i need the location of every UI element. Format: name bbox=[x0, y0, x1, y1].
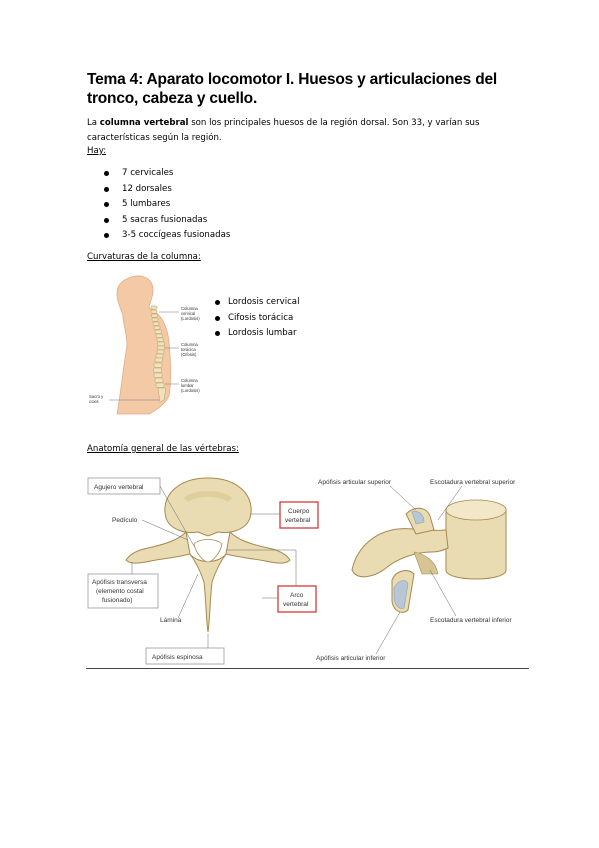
list-item: Lordosis cervical bbox=[215, 295, 299, 311]
intro-bold-term: columna vertebral bbox=[99, 118, 189, 128]
escotadura-inf-label: Escotadura vertebral inferior bbox=[430, 617, 512, 624]
hay-heading: Hay: bbox=[87, 146, 107, 156]
list-item: 5 lumbares bbox=[104, 197, 230, 213]
list-item: 12 dorsales bbox=[104, 182, 230, 198]
svg-text:lumbar: lumbar bbox=[181, 383, 194, 388]
bullet-icon bbox=[215, 315, 220, 321]
svg-text:vertebral: vertebral bbox=[285, 517, 311, 524]
agujero-label: Agujero vertebral bbox=[94, 484, 144, 491]
pediculo-label: Pedículo bbox=[112, 517, 138, 524]
anatomy-right-labels: Apófisis articular superior Escotadura v… bbox=[316, 479, 516, 662]
svg-text:vertebral: vertebral bbox=[283, 601, 309, 608]
list-item: Cifosis torácica bbox=[215, 311, 299, 327]
svg-text:(Lordosis): (Lordosis) bbox=[181, 316, 200, 321]
pointer-lines bbox=[109, 311, 179, 401]
spine-vertebrae bbox=[150, 305, 167, 403]
svg-text:Sacro y: Sacro y bbox=[89, 394, 104, 399]
bullet-icon bbox=[104, 171, 109, 176]
arco-box bbox=[277, 585, 317, 613]
bullet-icon bbox=[104, 186, 109, 192]
espinosa-box bbox=[145, 647, 225, 665]
svg-text:cervical: cervical bbox=[181, 311, 195, 316]
curvaturas-heading: Curvaturas de la columna: bbox=[87, 252, 201, 262]
list-item: 3-5 coccígeas fusionadas bbox=[104, 228, 230, 244]
art-sup-label: Apófisis articular superior bbox=[318, 479, 392, 486]
intro-paragraph: La columna vertebral son los principales… bbox=[87, 116, 507, 146]
spine-curvature-figure: Columna cervical (Lordosis) Columna torá… bbox=[89, 275, 200, 415]
bullet-icon bbox=[215, 300, 220, 305]
svg-text:Columna: Columna bbox=[181, 306, 198, 311]
intro-prefix: La bbox=[87, 118, 100, 128]
escotadura-sup-label: Escotadura vertebral superior bbox=[430, 479, 516, 486]
svg-text:(Cifosis): (Cifosis) bbox=[181, 352, 197, 357]
transversa-box bbox=[87, 573, 159, 609]
svg-text:Columna: Columna bbox=[181, 342, 198, 347]
lamina-label: Lámina bbox=[160, 617, 182, 624]
svg-text:torácica: torácica bbox=[181, 347, 196, 352]
list-item: Lordosis lumbar bbox=[215, 326, 299, 342]
bullet-icon bbox=[104, 233, 109, 238]
anatomy-red-labels: Cuerpo vertebral Arco vertebral bbox=[226, 501, 319, 613]
spine-labels: Columna cervical (Lordosis) Columna torá… bbox=[89, 306, 200, 404]
intro-rest: son los principales huesos de la región … bbox=[87, 118, 480, 143]
svg-text:coxis: coxis bbox=[89, 399, 99, 404]
vertebra-anatomy-figure: Agujero vertebral Pedículo Apófisis tran… bbox=[87, 477, 516, 665]
cuerpo-box bbox=[279, 501, 319, 529]
svg-text:(Lordosis): (Lordosis) bbox=[181, 388, 200, 393]
vertebrae-list: 7 cervicales 12 dorsales 5 lumbares 5 sa… bbox=[104, 166, 230, 244]
bullet-icon bbox=[104, 202, 109, 207]
bullet-icon bbox=[215, 331, 220, 336]
svg-text:Columna: Columna bbox=[181, 378, 198, 383]
vertebra-top-view bbox=[125, 477, 291, 633]
svg-text:(elemento costal: (elemento costal bbox=[96, 588, 144, 595]
svg-text:fusionado): fusionado) bbox=[102, 597, 132, 604]
list-item: 7 cervicales bbox=[104, 166, 230, 182]
vertebra-side-view bbox=[351, 499, 507, 613]
svg-text:Apófisis transversa: Apófisis transversa bbox=[92, 579, 147, 586]
anatomy-left-labels: Agujero vertebral Pedículo Apófisis tran… bbox=[87, 477, 225, 665]
svg-text:Cuerpo: Cuerpo bbox=[288, 508, 310, 515]
list-item: 5 sacras fusionadas bbox=[104, 213, 230, 229]
espinosa-label: Apófisis espinosa bbox=[152, 654, 203, 661]
bullet-icon bbox=[104, 217, 109, 223]
art-inf-label: Apófisis articular inferior bbox=[316, 655, 386, 662]
page-title: Tema 4: Aparato locomotor I. Huesos y ar… bbox=[87, 71, 497, 107]
figure-bottom-rule bbox=[86, 668, 529, 669]
anatomia-heading: Anatomía general de las vértebras: bbox=[87, 444, 239, 454]
curvaturas-list: Lordosis cervical Cifosis torácica Lordo… bbox=[215, 295, 299, 342]
svg-text:Arco: Arco bbox=[290, 592, 304, 599]
